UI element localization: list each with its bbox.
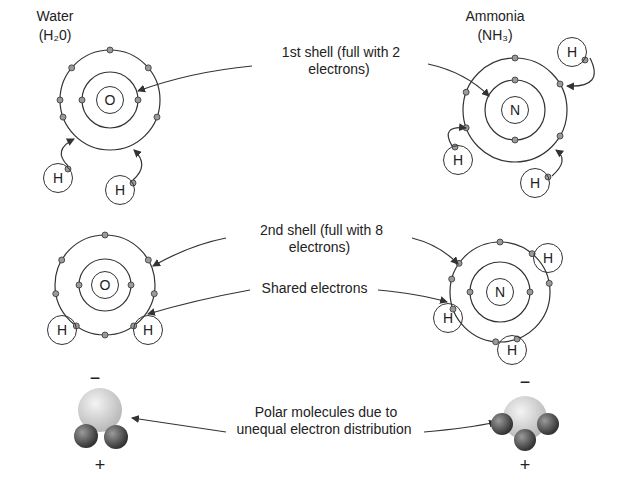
callout-text: Polar molecules due to unequal electron … [228, 404, 422, 438]
electron-dot [154, 114, 160, 120]
atom-circle: H [557, 37, 587, 67]
charge-sign-text: − [88, 368, 103, 388]
atom-circle: H [133, 315, 163, 345]
electron-dot [449, 276, 455, 282]
leader-arrows [61, 58, 594, 432]
atom-symbol: H [443, 311, 453, 325]
electron-dot [130, 180, 136, 186]
atom-symbol: H [567, 45, 577, 59]
electron-dot [463, 89, 469, 95]
molecule-name-text: Ammonia [463, 8, 526, 24]
electron-dot [53, 291, 59, 297]
atom-symbol: H [53, 171, 63, 185]
atom-circle: H [533, 243, 563, 273]
electron-dot [546, 280, 552, 286]
atom-symbol: H [57, 323, 67, 337]
electron-dot [76, 282, 82, 288]
atom-circle: H [443, 145, 473, 175]
atom-symbol: H [143, 323, 153, 337]
callout-text-text: Shared electrons [260, 280, 370, 296]
electron-dot [557, 133, 563, 139]
atom-symbol: N [510, 103, 520, 117]
molecule-formula: (NH₃) [450, 27, 540, 44]
charge-sign: + [90, 455, 110, 477]
atom-symbol: H [115, 183, 125, 197]
charge-sign-text: − [518, 372, 533, 392]
electron-dot [102, 232, 108, 238]
atom-symbol: H [453, 153, 463, 167]
atom-circle: H [43, 163, 73, 193]
charge-sign-text: + [93, 455, 108, 475]
electron-dot [57, 97, 63, 103]
electron-dot [582, 57, 588, 63]
shell-ring [470, 262, 530, 322]
electron-dot [557, 81, 563, 87]
atom-circle: H [105, 175, 135, 205]
molecule-name: Ammonia [450, 8, 540, 25]
callout-text-text: 1st shell (full with 2 electrons) [280, 44, 400, 77]
atom-circle: O [96, 86, 124, 114]
atom-circle: N [486, 278, 514, 306]
atom-circle: O [91, 271, 119, 299]
atom-symbol: N [495, 285, 505, 299]
polar-molecule-water [74, 388, 128, 449]
electron-dot [65, 166, 71, 172]
atom-circle: H [520, 168, 550, 198]
electron-dot [135, 97, 141, 103]
shell-ring [60, 50, 160, 150]
electron-dot [128, 282, 134, 288]
callout-text: 1st shell (full with 2 electrons) [255, 44, 425, 78]
shell-ring [485, 80, 545, 140]
shell-ring [463, 58, 567, 162]
shell-ring [79, 259, 131, 311]
electron-dot [59, 257, 65, 263]
charge-sign: − [515, 372, 535, 394]
atom-symbol: H [507, 343, 517, 357]
shell-ring [82, 72, 138, 128]
callout-text-text: 2nd shell (full with 8 electrons) [258, 222, 383, 255]
electron-dot [527, 289, 533, 295]
charge-sign: − [85, 368, 105, 390]
electron-dot [512, 137, 518, 143]
electron-dot [107, 47, 113, 53]
callout-text-text: Polar molecules due to unequal electron … [236, 404, 413, 437]
atom-symbol: H [530, 176, 540, 190]
molecule-name-text: Water [35, 8, 76, 24]
electron-dot [145, 257, 151, 263]
charge-sign-text: + [518, 455, 533, 475]
polar-molecule-ammonia [491, 396, 559, 451]
electron-dot [79, 97, 85, 103]
electron-dot [102, 332, 108, 338]
molecule-name: Water [20, 8, 90, 25]
molecule-formula: (H₂0) [20, 27, 90, 44]
electrons [53, 47, 588, 345]
atom-circle: N [501, 96, 529, 124]
atom-symbol: H [543, 251, 553, 265]
molecule-formula-text: (H₂0) [37, 27, 74, 43]
electron-dot [467, 289, 473, 295]
electron-dot [512, 77, 518, 83]
molecule-formula-text: (NH₃) [475, 27, 514, 43]
electron-dot [514, 336, 520, 342]
atom-symbol: O [105, 93, 116, 107]
electron-dot [60, 114, 66, 120]
electron-dot [151, 291, 157, 297]
callout-text: Shared electrons [252, 280, 377, 297]
charge-sign: + [515, 455, 535, 477]
callout-text: 2nd shell (full with 8 electrons) [228, 222, 413, 256]
electron-shells [55, 50, 567, 342]
electron-dot [545, 174, 551, 180]
atom-symbol: O [100, 278, 111, 292]
atom-circle: H [497, 335, 527, 365]
shell-ring [450, 242, 550, 342]
electron-dot [69, 65, 75, 71]
shell-ring [55, 235, 155, 335]
electron-dot [145, 65, 151, 71]
atom-circle: H [433, 303, 463, 333]
electron-dot [512, 55, 518, 61]
atom-circle: H [47, 315, 77, 345]
electron-dot [497, 239, 503, 245]
